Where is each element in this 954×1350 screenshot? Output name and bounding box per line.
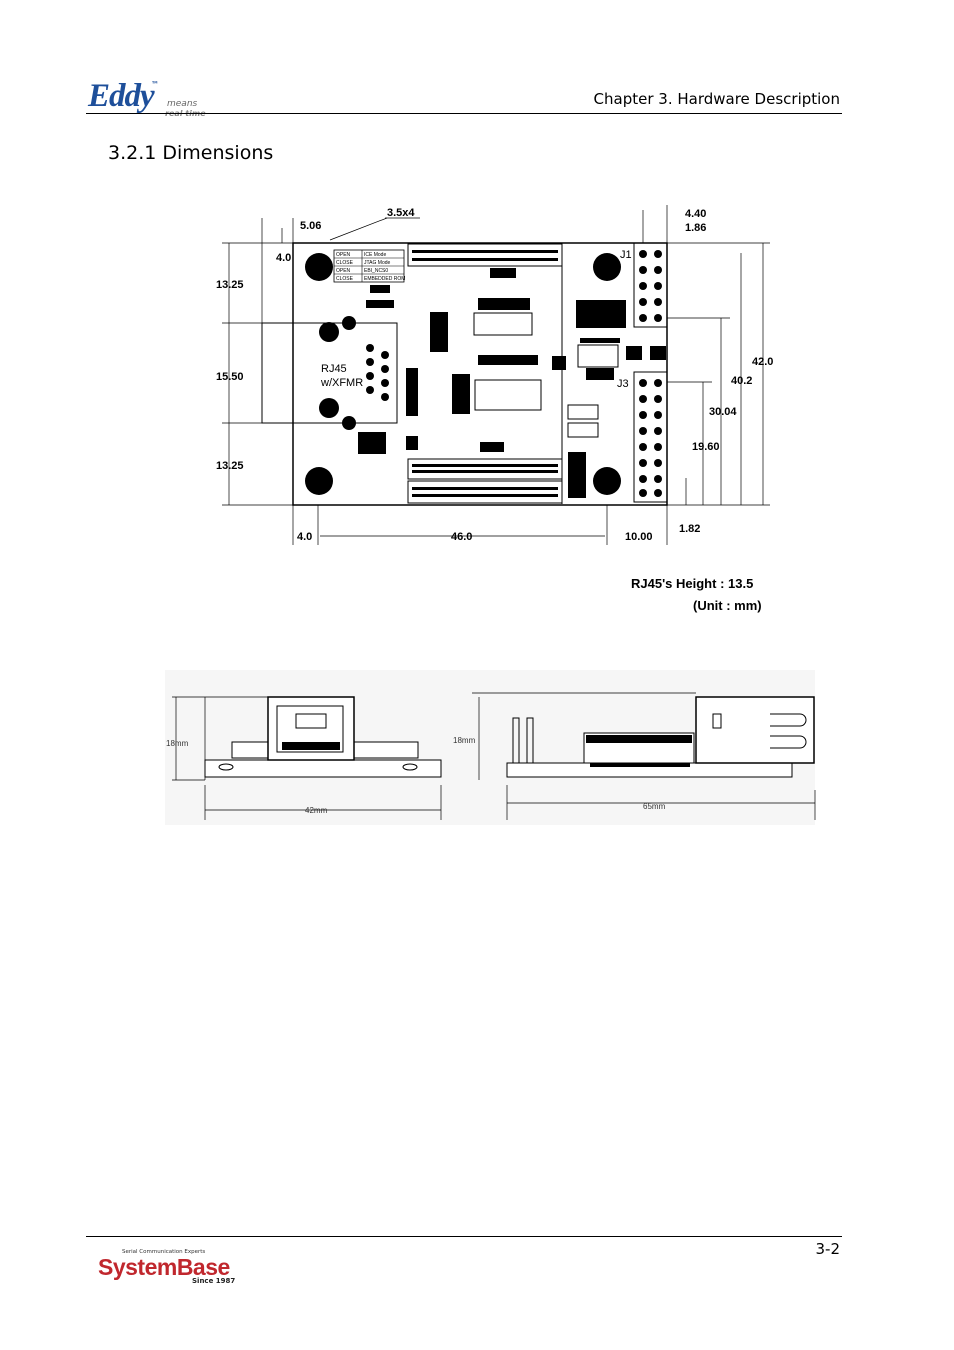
jumper-3-mode: EBI_NCS0 [364, 268, 388, 274]
j1-label: J1 [620, 249, 632, 261]
eddy-logo-tagline-means: means [167, 99, 198, 109]
chapter-heading: Chapter 3. Hardware Description [593, 90, 840, 108]
footer-divider [86, 1236, 842, 1237]
dim-19-60: 19.60 [692, 441, 720, 453]
board-top-view-drawing: 5.06 3.5x4 4.0 13.25 15.50 13.25 4.0 46.… [216, 205, 773, 613]
dim-1-82: 1.82 [679, 523, 700, 535]
dim-5-06: 5.06 [300, 220, 321, 232]
systembase-tagline: Serial Communication Experts [122, 1249, 206, 1255]
rj45-label: RJ45 [321, 363, 347, 375]
header-divider [86, 113, 842, 114]
section-title: 3.2.1 Dimensions [108, 142, 274, 164]
dim-30-04: 30.04 [709, 406, 737, 418]
dim-15-50: 15.50 [216, 371, 244, 383]
dim-46-0: 46.0 [451, 531, 472, 543]
jumper-4-state: CLOSE [336, 276, 354, 282]
jumper-2-mode: JTAG Mode [364, 260, 391, 266]
dim-4-40: 4.40 [685, 208, 706, 220]
jumper-1-state: OPEN [336, 252, 351, 258]
dim-13-25-lower: 13.25 [216, 460, 244, 472]
dim-40-2: 40.2 [731, 375, 752, 387]
front-width-label: 42mm [305, 806, 328, 815]
dim-42-0: 42.0 [752, 356, 773, 368]
j3-label: J3 [617, 378, 629, 390]
dim-10-00: 10.00 [625, 531, 653, 543]
unit-note: (Unit : mm) [693, 598, 762, 613]
rj45-height-note: RJ45's Height : 13.5 [631, 576, 753, 591]
side-width-label: 65mm [643, 802, 666, 811]
eddy-logo: Eddy [88, 78, 155, 114]
jumper-1-mode: ICE Mode [364, 252, 386, 258]
side-height-label: 18mm [453, 736, 476, 745]
dim-3-5x4: 3.5x4 [387, 207, 415, 219]
jumper-4-mode: EMBEDDED ROM [364, 276, 405, 282]
front-height-label: 18mm [166, 739, 189, 748]
dim-4-0-bottom: 4.0 [297, 531, 312, 543]
page-number: 3-2 [815, 1240, 841, 1258]
dim-1-86: 1.86 [685, 222, 706, 234]
dim-4-0-top: 4.0 [276, 252, 291, 264]
jumper-2-state: CLOSE [336, 260, 354, 266]
xfmr-label: w/XFMR [320, 377, 363, 389]
dim-13-25-upper: 13.25 [216, 279, 244, 291]
jumper-3-state: OPEN [336, 268, 351, 274]
board-side-views-drawing: 18mm 42mm 18mm 65mm [165, 670, 816, 825]
systembase-since: Since 1987 [192, 1277, 236, 1285]
eddy-logo-tm: ™ [151, 80, 159, 89]
systembase-logo: SystemBase [98, 1254, 230, 1280]
